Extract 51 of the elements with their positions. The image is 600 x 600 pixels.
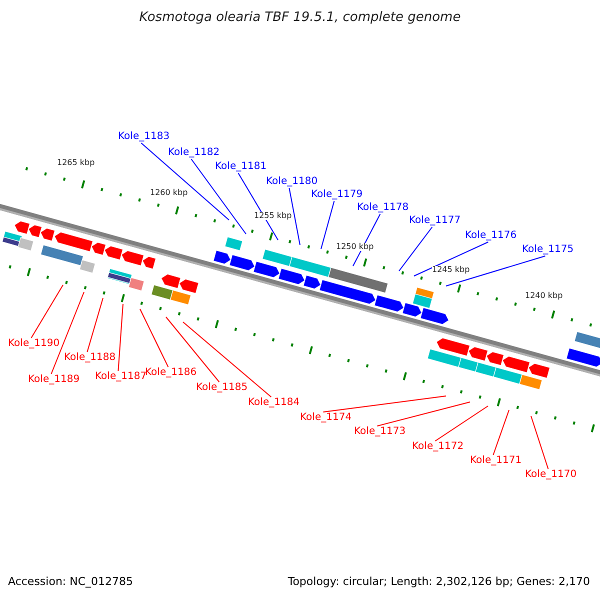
gene-label: Kole_1175 xyxy=(522,244,574,256)
scale-label: 1245 kbp xyxy=(432,266,470,274)
gene-label: Kole_1183 xyxy=(118,131,170,143)
gene-label: Kole_1178 xyxy=(357,202,409,214)
gene-label: Kole_1182 xyxy=(168,147,220,159)
leader-line xyxy=(140,308,169,368)
leader-line xyxy=(30,284,64,338)
gene-label: Kole_1180 xyxy=(266,176,318,188)
leader-line xyxy=(434,406,488,442)
title: Kosmotoga olearia TBF 19.5.1, complete genome xyxy=(138,11,462,24)
leader-line xyxy=(190,158,246,234)
scale-label: 1250 kbp xyxy=(336,243,374,251)
leader-line xyxy=(492,410,510,456)
gene-label: Kole_1177 xyxy=(409,215,461,227)
leader-line xyxy=(140,142,230,220)
leader-line xyxy=(398,226,433,272)
gene-label: Kole_1172 xyxy=(412,441,464,453)
gene-label: Kole_1190 xyxy=(8,338,60,350)
gene-label: Kole_1171 xyxy=(470,455,522,467)
gene-label: Kole_1170 xyxy=(525,469,577,481)
leader-line xyxy=(322,396,446,412)
gene-label: Kole_1174 xyxy=(300,412,352,424)
gene-label: Kole_1188 xyxy=(64,352,116,364)
leader-line xyxy=(352,214,381,266)
leader-line xyxy=(50,292,84,374)
leader-line xyxy=(118,304,124,372)
genome-info-text: Topology: circular; Length: 2,302,126 bp; Genes: 2,170 xyxy=(288,576,590,587)
gene-label: Kole_1189 xyxy=(28,374,80,386)
leader-line xyxy=(238,172,278,240)
leader-line xyxy=(376,402,470,426)
gene-label: Kole_1173 xyxy=(354,426,406,438)
scale-label: 1260 kbp xyxy=(150,189,188,197)
scale-label: 1255 kbp xyxy=(254,212,292,220)
gene-label: Kole_1184 xyxy=(248,397,300,409)
leader-line xyxy=(288,188,300,246)
leader-line xyxy=(182,322,272,398)
accession-text: Accession: NC_012785 xyxy=(8,576,134,587)
gene-label: Kole_1179 xyxy=(311,189,363,201)
gene-label: Kole_1186 xyxy=(145,367,197,379)
leader-line xyxy=(86,298,104,352)
gene-label: Kole_1185 xyxy=(196,382,248,394)
leader-line xyxy=(166,316,220,382)
gene-label: Kole_1187 xyxy=(95,371,147,383)
leader-line xyxy=(414,242,489,276)
gene-label: Kole_1181 xyxy=(215,161,267,173)
gene-label: Kole_1176 xyxy=(465,230,517,242)
scale-label: 1240 kbp xyxy=(525,292,563,300)
scale-label: 1265 kbp xyxy=(57,159,95,167)
leader-line xyxy=(530,416,549,470)
leader-line xyxy=(320,200,335,250)
leader-line xyxy=(446,256,546,286)
